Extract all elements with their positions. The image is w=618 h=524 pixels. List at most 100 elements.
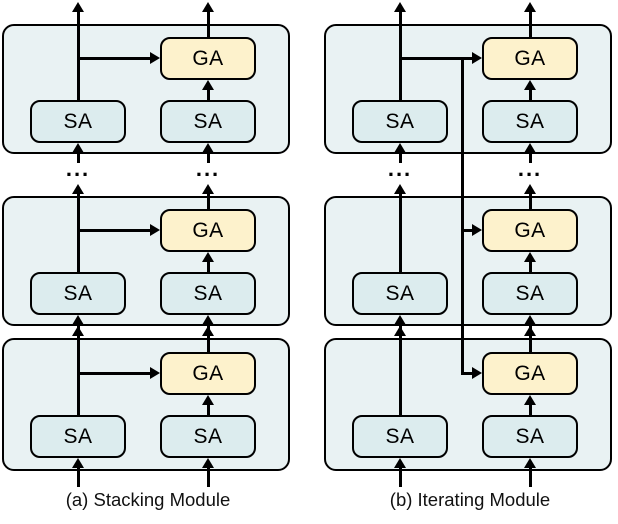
arrow-up-icon [202, 2, 214, 12]
arrow-up-icon [202, 143, 214, 153]
sa-label: SA [515, 281, 545, 305]
sa-box: SA [160, 100, 256, 143]
arrow-up-icon [524, 326, 536, 336]
sa-label: SA [515, 424, 545, 448]
arrow-up-icon [394, 326, 406, 336]
connector-line [76, 56, 151, 60]
sa-label: SA [63, 109, 93, 133]
arrow-up-icon [394, 143, 406, 153]
ellipsis: ... [387, 156, 413, 181]
arrow-right-icon [472, 52, 482, 64]
connector-line [528, 321, 532, 352]
connector-line [398, 56, 473, 60]
arrow-up-icon [394, 184, 406, 194]
sa-box: SA [352, 415, 448, 458]
sa-box: SA [352, 100, 448, 143]
arrow-up-icon [202, 315, 214, 325]
arrow-up-icon [524, 80, 536, 90]
arrow-right-icon [472, 224, 482, 236]
connector-line [76, 8, 80, 100]
connector-line [528, 466, 532, 487]
arrow-up-icon [524, 184, 536, 194]
connector-line [76, 321, 80, 415]
sa-label: SA [385, 424, 415, 448]
arrow-up-icon [72, 2, 84, 12]
arrow-up-icon [202, 395, 214, 405]
sa-box: SA [482, 272, 578, 315]
arrow-up-icon [202, 80, 214, 90]
ellipsis: ... [517, 156, 543, 181]
connector-line [206, 8, 210, 37]
connector-line [528, 403, 532, 415]
sa-box: SA [482, 100, 578, 143]
iterating-feedback-line [460, 56, 464, 375]
arrow-up-icon [524, 395, 536, 405]
connector-line [206, 260, 210, 272]
arrow-up-icon [72, 184, 84, 194]
connector-line [206, 466, 210, 487]
arrow-right-icon [472, 367, 482, 379]
sa-box: SA [30, 272, 126, 315]
ga-box: GA [482, 37, 578, 80]
connector-line [76, 466, 80, 487]
sa-label: SA [193, 424, 223, 448]
ga-label: GA [192, 361, 224, 385]
arrow-up-icon [72, 143, 84, 153]
connector-line [528, 8, 532, 37]
ga-box: GA [160, 37, 256, 80]
arrow-up-icon [524, 252, 536, 262]
ga-label: GA [192, 46, 224, 70]
ga-box: GA [160, 352, 256, 395]
ellipsis: ... [195, 156, 221, 181]
sa-label: SA [515, 109, 545, 133]
arrow-right-icon [150, 367, 160, 379]
sa-box: SA [30, 415, 126, 458]
ga-box: GA [160, 209, 256, 252]
ga-label: GA [514, 218, 546, 242]
sa-label: SA [193, 109, 223, 133]
sa-box: SA [482, 415, 578, 458]
ga-box: GA [482, 352, 578, 395]
connector-line [76, 228, 151, 232]
connector-line [528, 88, 532, 100]
connector-line [76, 151, 80, 163]
arrow-up-icon [72, 458, 84, 468]
connector-line [460, 371, 474, 375]
sa-label: SA [63, 281, 93, 305]
arrow-up-icon [394, 458, 406, 468]
arrow-up-icon [394, 2, 406, 12]
arrow-up-icon [394, 315, 406, 325]
connector-line [460, 228, 474, 232]
ga-label: GA [514, 361, 546, 385]
connector-line [76, 192, 80, 272]
stacking-module: GA SA SA GA SA SA GA SA SA [0, 0, 296, 524]
sa-box: SA [160, 272, 256, 315]
arrow-up-icon [202, 184, 214, 194]
sa-label: SA [385, 281, 415, 305]
connector-line [206, 151, 210, 163]
ellipsis: ... [65, 156, 91, 181]
connector-line [398, 321, 402, 415]
arrow-up-icon [202, 326, 214, 336]
arrow-up-icon [72, 326, 84, 336]
iterating-module: GA SA SA GA SA SA GA SA SA [322, 0, 618, 524]
module-caption: (b) Iterating Module [389, 489, 551, 510]
sa-box: SA [352, 272, 448, 315]
arrow-right-icon [150, 52, 160, 64]
connector-line [528, 151, 532, 163]
arrow-up-icon [524, 2, 536, 12]
connector-line [528, 192, 532, 209]
sa-box: SA [160, 415, 256, 458]
arrow-up-icon [202, 458, 214, 468]
connector-line [76, 371, 151, 375]
connector-line [206, 192, 210, 209]
connector-line [398, 8, 402, 100]
arrow-right-icon [150, 224, 160, 236]
sa-label: SA [193, 281, 223, 305]
connector-line [398, 151, 402, 163]
arrow-up-icon [524, 315, 536, 325]
connector-line [398, 466, 402, 487]
ga-box: GA [482, 209, 578, 252]
arrow-up-icon [72, 315, 84, 325]
